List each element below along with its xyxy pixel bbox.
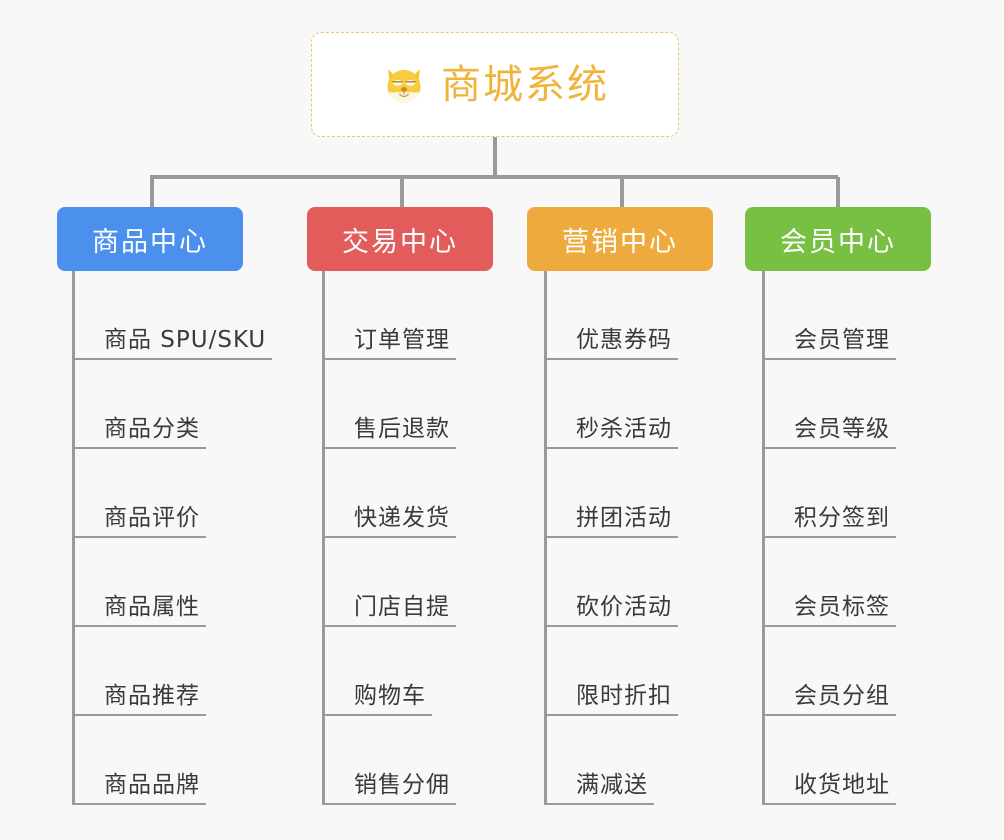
- leaf-node[interactable]: 门店自提: [322, 538, 456, 627]
- leaf-node[interactable]: 商品属性: [72, 538, 206, 627]
- leaf-node[interactable]: 商品推荐: [72, 627, 206, 716]
- leaf-node[interactable]: 会员标签: [762, 538, 896, 627]
- leaf-node-label: 商品属性: [72, 594, 206, 627]
- leaf-node[interactable]: 积分签到: [762, 449, 896, 538]
- leaf-node-label: 门店自提: [322, 594, 456, 627]
- branch-header-label-2: 交易中心: [342, 226, 458, 258]
- leaf-node-label: 优惠券码: [544, 327, 678, 360]
- root-node-content: 商城系统: [381, 62, 609, 108]
- leaf-node[interactable]: 会员管理: [762, 271, 896, 360]
- branch-header-1[interactable]: 商品中心: [57, 207, 243, 271]
- connector-branch-drop-1: [150, 177, 154, 207]
- leaf-node-label: 满减送: [544, 772, 654, 805]
- leaf-node-label: 秒杀活动: [544, 416, 678, 449]
- leaf-node-label: 拼团活动: [544, 505, 678, 538]
- leaf-node-label: 购物车: [322, 683, 432, 716]
- root-node[interactable]: 商城系统: [311, 32, 679, 137]
- leaf-node[interactable]: 砍价活动: [544, 538, 678, 627]
- leaf-node-label: 积分签到: [762, 505, 896, 538]
- connector-horizontal-bus: [150, 175, 838, 179]
- leaf-node-label: 商品分类: [72, 416, 206, 449]
- leaf-node[interactable]: 满减送: [544, 716, 654, 805]
- leaf-node[interactable]: 商品评价: [72, 449, 206, 538]
- connector-root-stem: [493, 137, 497, 177]
- branch-header-label-3: 营销中心: [562, 226, 678, 258]
- leaf-node[interactable]: 会员等级: [762, 360, 896, 449]
- connector-branch-drop-2: [400, 177, 404, 207]
- leaf-node-label: 快递发货: [322, 505, 456, 538]
- branch-header-2[interactable]: 交易中心: [307, 207, 493, 271]
- branch-spine-3: [544, 271, 547, 805]
- branch-spine-4: [762, 271, 765, 805]
- branch-header-label-4: 会员中心: [780, 226, 896, 258]
- connector-branch-drop-4: [836, 177, 840, 207]
- leaf-node[interactable]: 会员分组: [762, 627, 896, 716]
- leaf-node-label: 会员标签: [762, 594, 896, 627]
- leaf-node-label: 售后退款: [322, 416, 456, 449]
- branch-spine-1: [72, 271, 75, 805]
- leaf-node[interactable]: 秒杀活动: [544, 360, 678, 449]
- branch-header-4[interactable]: 会员中心: [745, 207, 931, 271]
- leaf-node-label: 订单管理: [322, 327, 456, 360]
- leaf-node-label: 限时折扣: [544, 683, 678, 716]
- leaf-node[interactable]: 售后退款: [322, 360, 456, 449]
- leaf-node-label: 收货地址: [762, 772, 896, 805]
- leaf-node-label: 商品推荐: [72, 683, 206, 716]
- leaf-node[interactable]: 限时折扣: [544, 627, 678, 716]
- leaf-node[interactable]: 收货地址: [762, 716, 896, 805]
- branch-spine-2: [322, 271, 325, 805]
- leaf-node[interactable]: 优惠券码: [544, 271, 678, 360]
- root-node-title: 商城系统: [441, 61, 609, 108]
- connector-branch-drop-3: [620, 177, 624, 207]
- leaf-node[interactable]: 商品分类: [72, 360, 206, 449]
- leaf-node-label: 销售分佣: [322, 772, 456, 805]
- leaf-node-label: 商品品牌: [72, 772, 206, 805]
- leaf-node-label: 商品 SPU/SKU: [72, 327, 273, 360]
- leaf-node[interactable]: 销售分佣: [322, 716, 456, 805]
- leaf-node-label: 会员等级: [762, 416, 896, 449]
- leaf-node[interactable]: 快递发货: [322, 449, 456, 538]
- leaf-node[interactable]: 购物车: [322, 627, 432, 716]
- leaf-node[interactable]: 商品品牌: [72, 716, 206, 805]
- dog-face-icon: [387, 68, 421, 103]
- leaf-node-label: 商品评价: [72, 505, 206, 538]
- leaf-node-label: 会员分组: [762, 683, 896, 716]
- branch-header-label-1: 商品中心: [92, 226, 208, 258]
- leaf-node[interactable]: 商品 SPU/SKU: [72, 271, 273, 360]
- leaf-node[interactable]: 订单管理: [322, 271, 456, 360]
- branch-header-3[interactable]: 营销中心: [527, 207, 713, 271]
- leaf-node[interactable]: 拼团活动: [544, 449, 678, 538]
- leaf-node-label: 会员管理: [762, 327, 896, 360]
- leaf-node-label: 砍价活动: [544, 594, 678, 627]
